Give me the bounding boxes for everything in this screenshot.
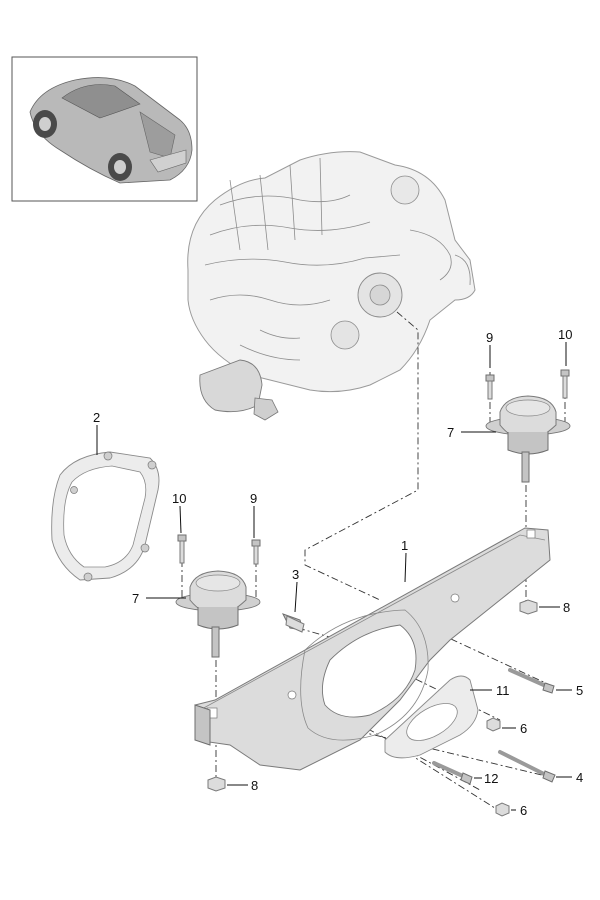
part-2-housing-ring bbox=[51, 451, 160, 582]
part-7-mount-left bbox=[175, 570, 261, 658]
callout-6-upper: 6 bbox=[520, 721, 527, 736]
leader-lines bbox=[96, 342, 572, 811]
callout-8-left: 8 bbox=[251, 778, 258, 793]
callout-10-right: 10 bbox=[558, 327, 572, 342]
part-7-mount-right bbox=[485, 395, 571, 483]
part-3-sleeve bbox=[281, 613, 305, 633]
bolt-10-right bbox=[560, 369, 570, 399]
bolt-9-left bbox=[251, 539, 261, 565]
callout-9-left: 9 bbox=[250, 491, 257, 506]
engine-illustration bbox=[187, 151, 476, 421]
vehicle-thumbnail bbox=[11, 56, 198, 202]
callout-7-left: 7 bbox=[132, 591, 139, 606]
nut-8-left bbox=[207, 776, 226, 792]
callout-12: 12 bbox=[484, 771, 498, 786]
part-11-plate bbox=[384, 675, 479, 759]
callout-6-lower: 6 bbox=[520, 803, 527, 818]
nut-8-right bbox=[519, 599, 538, 615]
callout-2: 2 bbox=[93, 410, 100, 425]
callout-5: 5 bbox=[576, 683, 583, 698]
callout-labels: 1 2 3 4 5 6 6 7 7 8 8 9 9 10 10 11 12 bbox=[93, 327, 583, 818]
callout-10-left: 10 bbox=[172, 491, 186, 506]
bolt-5 bbox=[508, 668, 555, 694]
nut-6-upper bbox=[486, 717, 501, 732]
callout-3: 3 bbox=[292, 567, 299, 582]
callout-11: 11 bbox=[496, 683, 510, 698]
callout-9-right: 9 bbox=[486, 330, 493, 345]
callout-7-right: 7 bbox=[447, 425, 454, 440]
nut-6-lower bbox=[495, 802, 510, 817]
bolt-9-right bbox=[485, 374, 495, 400]
bolt-4 bbox=[498, 750, 556, 783]
part-1-crossmember bbox=[194, 527, 551, 771]
bolt-10-left bbox=[177, 534, 187, 564]
callout-4: 4 bbox=[576, 770, 583, 785]
callout-1: 1 bbox=[401, 538, 408, 553]
callout-8-right: 8 bbox=[563, 600, 570, 615]
bolt-12 bbox=[432, 761, 473, 785]
